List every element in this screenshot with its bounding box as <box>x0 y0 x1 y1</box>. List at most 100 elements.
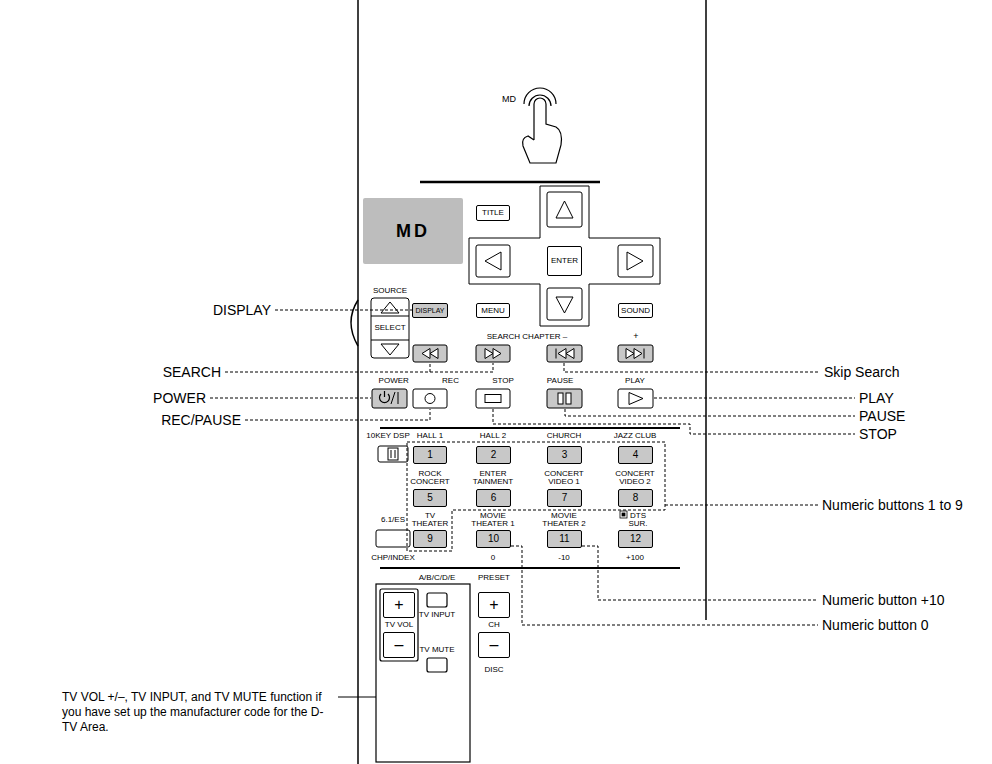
button-caption: SOURCE <box>373 287 407 295</box>
search-buttons <box>422 349 438 359</box>
display-button: DISPLAY <box>412 303 447 318</box>
transport-buttons <box>391 392 398 404</box>
button-caption: SEARCH CHAPTER – <box>487 333 567 341</box>
transport-buttons <box>372 389 653 408</box>
search-buttons <box>476 345 510 362</box>
button-label: 2 <box>491 450 497 460</box>
select-label-area: SELECT <box>371 317 409 339</box>
leader-line <box>338 697 376 698</box>
leader-line <box>245 409 430 420</box>
numeric-button: 8 <box>618 489 653 507</box>
mode-switch <box>395 450 396 458</box>
dts-icon <box>620 511 627 518</box>
leader-line <box>654 398 855 399</box>
button-label: 11 <box>559 534 569 544</box>
callout-label: PAUSE <box>859 409 905 424</box>
button-caption: 0 <box>491 554 495 562</box>
search-buttons <box>547 345 582 362</box>
dsp-mode-name: TV THEATER <box>407 512 453 529</box>
button-label: TITLE <box>482 209 504 217</box>
button-label: 5 <box>427 493 433 503</box>
dpad <box>618 245 653 277</box>
tv-control-panel <box>376 584 470 762</box>
button-caption: CHP/INDEX <box>371 554 415 562</box>
button-caption: A/B/C/D/E <box>419 574 455 582</box>
button-caption: DISC <box>484 666 503 674</box>
dsp-mode-name: HALL 2 <box>480 432 506 440</box>
dsp-mode-name: JAZZ CLUB <box>614 432 657 440</box>
leader-line <box>210 398 371 399</box>
transport-buttons <box>425 394 435 404</box>
finger-press-icon <box>523 88 562 163</box>
title-button: TITLE <box>476 205 510 221</box>
dsp-mode-name: HALL 1 <box>417 432 443 440</box>
button-label: MD <box>396 222 430 240</box>
button-label: 4 <box>633 450 639 460</box>
numeric-button: 1 <box>413 446 447 464</box>
transport-buttons <box>547 389 582 408</box>
callout-label: DISPLAY <box>213 303 271 318</box>
leader-line <box>225 363 493 372</box>
button-caption: TV INPUT <box>419 611 455 619</box>
search-buttons <box>413 345 447 362</box>
dsp-mode-name: ENTER TAINMENT <box>470 470 516 487</box>
transport-buttons <box>380 391 390 403</box>
tv-vol-button: – <box>383 632 415 658</box>
mode-switch <box>388 448 398 460</box>
sound-button: SOUND <box>618 303 653 318</box>
button-caption: POWER REC STOP PAUSE <box>379 377 574 385</box>
dpad <box>556 297 573 313</box>
button-label: 1 <box>427 450 433 460</box>
leader-line <box>665 505 818 506</box>
transport-buttons <box>558 393 563 404</box>
button-label: 12 <box>630 534 641 544</box>
select-rocker <box>371 340 409 341</box>
select-rocker <box>381 302 399 313</box>
section-divider <box>380 427 680 429</box>
numeric-button: 6 <box>476 489 511 507</box>
enter-button: ENTER <box>547 246 582 276</box>
menu-button: MENU <box>476 303 510 318</box>
tv-control-panel <box>376 584 470 762</box>
dpad <box>547 288 582 320</box>
dpad <box>469 186 660 326</box>
leader-line <box>210 310 855 625</box>
callout-label: STOP <box>859 427 897 442</box>
dsp-mode-name: ROCK CONCERT <box>407 470 453 487</box>
blank-button <box>376 530 410 547</box>
dsp-mode-name: CHURCH <box>547 432 582 440</box>
numeric-button: 5 <box>413 489 447 507</box>
numeric-button: 11 <box>547 530 582 548</box>
dpad <box>627 252 643 270</box>
callout-label: Numeric buttons 1 to 9 <box>822 498 963 513</box>
dts-icon <box>620 511 627 518</box>
section-divider <box>420 181 600 184</box>
section-divider <box>380 567 680 569</box>
callout-label: Numeric button 0 <box>822 618 929 633</box>
dpad <box>547 192 582 227</box>
button-caption: CH <box>488 621 500 629</box>
button-caption: +100 <box>626 554 644 562</box>
tv-control-panel <box>427 658 447 672</box>
dsp-mode-name: CONCERT VIDEO 2 <box>612 470 658 487</box>
button-caption: PRESET <box>478 574 510 582</box>
transport-buttons <box>485 395 501 403</box>
button-label: 3 <box>562 450 568 460</box>
leader-line <box>511 546 818 625</box>
search-buttons <box>626 349 644 359</box>
button-caption: TV VOL <box>385 621 413 629</box>
leader-line <box>493 409 855 434</box>
numeric-button: 3 <box>547 446 582 464</box>
search-buttons <box>556 349 574 359</box>
dpad <box>556 201 573 218</box>
remote-housing <box>351 300 358 346</box>
transport-buttons <box>618 389 653 408</box>
remote-housing <box>705 0 707 620</box>
leader-line <box>407 442 665 551</box>
button-label: SELECT <box>374 324 405 332</box>
tv-vol-button: + <box>383 592 415 618</box>
transport-buttons <box>476 389 510 408</box>
button-caption: + <box>633 332 638 341</box>
leader-line <box>275 310 412 311</box>
